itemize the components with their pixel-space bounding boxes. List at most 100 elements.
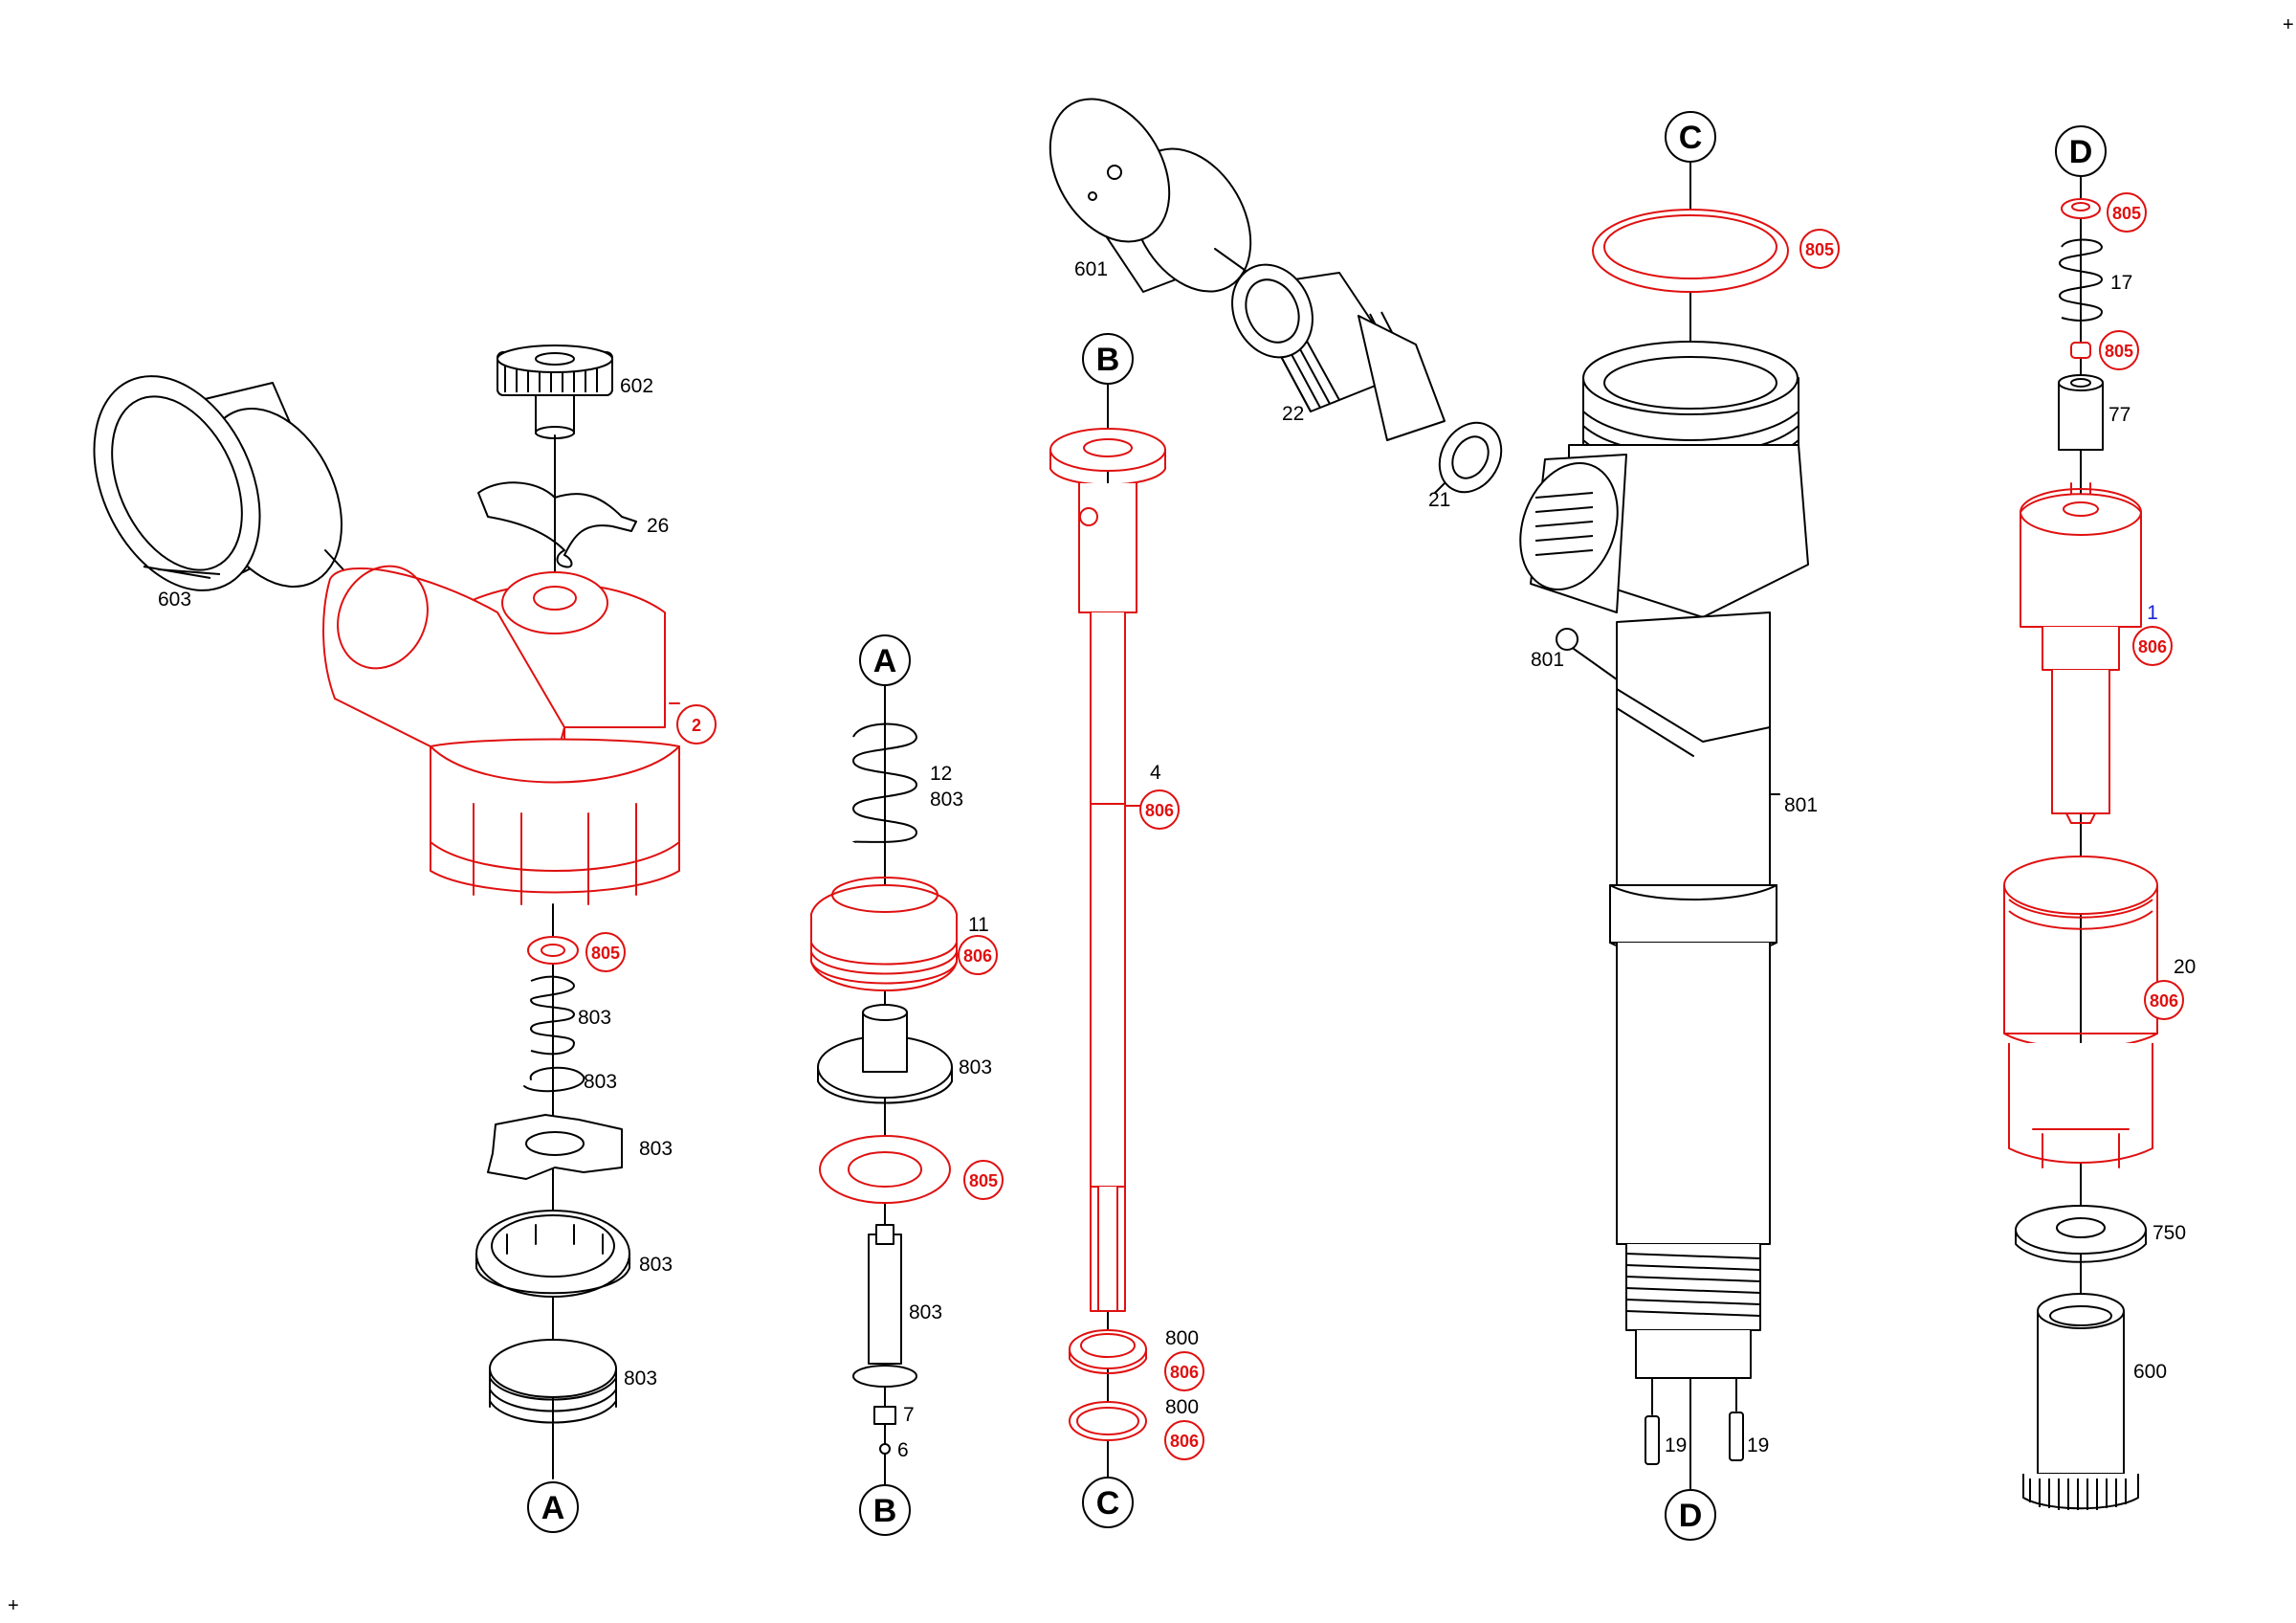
label-19-left: 19 bbox=[1665, 1434, 1687, 1456]
callout-ring-806-d bbox=[1164, 1351, 1204, 1391]
label-11: 11 bbox=[968, 914, 989, 936]
label-806-e: 806 bbox=[1170, 1432, 1199, 1451]
part-600-tool[interactable] bbox=[2022, 1293, 2139, 1510]
label-4: 4 bbox=[1150, 762, 1161, 784]
callout-ring-805-e bbox=[2099, 330, 2139, 370]
label-600: 600 bbox=[2133, 1361, 2167, 1383]
label-800-b: 800 bbox=[1165, 1396, 1199, 1418]
callout-ring-805-d bbox=[2107, 192, 2147, 233]
label-20: 20 bbox=[2174, 956, 2196, 978]
label-805-e: 805 bbox=[2105, 342, 2133, 361]
label-77: 77 bbox=[2108, 404, 2130, 426]
label-803-c: 803 bbox=[959, 1056, 992, 1078]
part-22-inlet-connector[interactable] bbox=[1218, 252, 1446, 441]
callout-ring-805-c bbox=[1799, 229, 1840, 269]
callout-ring-806-f bbox=[2132, 626, 2173, 666]
label-803-d: 803 bbox=[909, 1301, 942, 1323]
connector-circle-b-bottom bbox=[859, 1484, 911, 1536]
label-21: 21 bbox=[1428, 489, 1450, 511]
label-806-g: 806 bbox=[2150, 991, 2178, 1011]
label-801-body: 801 bbox=[1784, 794, 1818, 816]
part-19-pin-right[interactable] bbox=[1729, 1412, 1744, 1461]
part-800-ring-lower[interactable] bbox=[1069, 1401, 1147, 1441]
callout-ring-805-b bbox=[963, 1160, 1004, 1200]
part-17-spring[interactable] bbox=[2058, 238, 2104, 322]
part-803-valve-plate[interactable] bbox=[817, 1004, 953, 1104]
label-6: 6 bbox=[897, 1439, 909, 1461]
callout-ring-805-a bbox=[585, 932, 626, 972]
label-26: 26 bbox=[647, 515, 669, 537]
leader-21 bbox=[1434, 482, 1446, 494]
label-17: 17 bbox=[2110, 272, 2132, 294]
part-1-nozzle[interactable] bbox=[2020, 482, 2142, 824]
connector-circle-a-bottom bbox=[527, 1481, 579, 1533]
part-26-clip[interactable] bbox=[477, 481, 637, 568]
part-805-washer-col5-top[interactable] bbox=[2061, 198, 2101, 219]
part-800-ring-upper[interactable] bbox=[1069, 1329, 1147, 1374]
part-805-pin-col5[interactable] bbox=[2070, 342, 2091, 359]
part-805-washer-col2[interactable] bbox=[819, 1135, 951, 1204]
part-803-spring[interactable] bbox=[529, 975, 576, 1056]
label-2: 2 bbox=[692, 716, 701, 735]
label-806-c: 806 bbox=[1145, 801, 1174, 820]
part-601-cap[interactable] bbox=[1026, 78, 1274, 313]
connector-label-d-top: D bbox=[2069, 134, 2093, 170]
label-22: 22 bbox=[1282, 403, 1304, 425]
part-4-valve-stem[interactable] bbox=[1049, 428, 1166, 1312]
part-803-clip[interactable] bbox=[523, 1066, 585, 1093]
callout-ring-806-b bbox=[958, 935, 998, 975]
connector-label-d-bottom: D bbox=[1679, 1498, 1703, 1534]
part-6-ball[interactable] bbox=[879, 1443, 891, 1455]
part-2-holder-body[interactable] bbox=[321, 551, 680, 905]
connector-label-a-top: A bbox=[873, 643, 897, 679]
label-803-ring: 803 bbox=[624, 1367, 657, 1390]
part-21-washer[interactable] bbox=[1427, 411, 1513, 503]
leader-801-ball bbox=[1573, 648, 1618, 680]
part-7-small-piece[interactable] bbox=[873, 1406, 896, 1425]
part-19-pin-left[interactable] bbox=[1645, 1415, 1660, 1465]
callout-ring-2 bbox=[676, 704, 717, 745]
part-20-nozzle-nut[interactable] bbox=[2003, 856, 2158, 1168]
part-803-ring[interactable] bbox=[489, 1339, 617, 1424]
part-803-cage[interactable] bbox=[475, 1210, 630, 1298]
label-603: 603 bbox=[158, 589, 191, 611]
label-803-clip: 803 bbox=[584, 1071, 617, 1093]
callout-ring-806-c bbox=[1139, 789, 1180, 830]
label-7: 7 bbox=[903, 1404, 915, 1426]
part-801-injector-body[interactable] bbox=[1504, 341, 1809, 1379]
connector-label-a-bottom: A bbox=[541, 1490, 565, 1526]
connector-label-b-bottom: B bbox=[873, 1493, 897, 1529]
part-11-threaded-sleeve[interactable] bbox=[810, 877, 958, 991]
label-805-d: 805 bbox=[2112, 204, 2141, 223]
part-805-washer-col1[interactable] bbox=[527, 936, 579, 965]
label-803-b: 803 bbox=[930, 789, 963, 811]
label-800-a: 800 bbox=[1165, 1327, 1199, 1349]
part-805-seal-col4[interactable] bbox=[1592, 209, 1789, 293]
part-803-valve-piece[interactable] bbox=[852, 1224, 917, 1388]
corner-mark-bottom-left: + bbox=[8, 1595, 19, 1616]
part-77-sleeve[interactable] bbox=[2058, 374, 2104, 451]
connector-label-b-top: B bbox=[1096, 342, 1120, 378]
connector-circle-c-bottom bbox=[1082, 1477, 1134, 1528]
callout-ring-806-e bbox=[1164, 1420, 1204, 1460]
label-805-a: 805 bbox=[591, 944, 620, 963]
label-806-f: 806 bbox=[2138, 637, 2167, 656]
label-1: 1 bbox=[2147, 602, 2158, 624]
callout-ring-806-g bbox=[2144, 980, 2184, 1020]
connector-label-c-top: C bbox=[1679, 120, 1703, 156]
connector-label-c-bottom: C bbox=[1096, 1485, 1120, 1522]
label-801-ball: 801 bbox=[1531, 649, 1564, 671]
part-750-spacer[interactable] bbox=[2015, 1205, 2147, 1263]
part-803-plate[interactable] bbox=[487, 1114, 623, 1180]
connector-circle-d-bottom bbox=[1665, 1489, 1716, 1541]
part-602-knurled-nut[interactable] bbox=[497, 345, 613, 439]
part-12-spring[interactable] bbox=[851, 723, 918, 843]
label-803-plate: 803 bbox=[639, 1138, 673, 1160]
label-19-right: 19 bbox=[1747, 1434, 1769, 1456]
label-803-cage: 803 bbox=[639, 1254, 673, 1276]
corner-mark-top-right: + bbox=[2283, 14, 2294, 35]
label-12: 12 bbox=[930, 763, 952, 785]
part-603-cap[interactable] bbox=[61, 349, 368, 617]
part-801-ball[interactable] bbox=[1556, 628, 1578, 651]
